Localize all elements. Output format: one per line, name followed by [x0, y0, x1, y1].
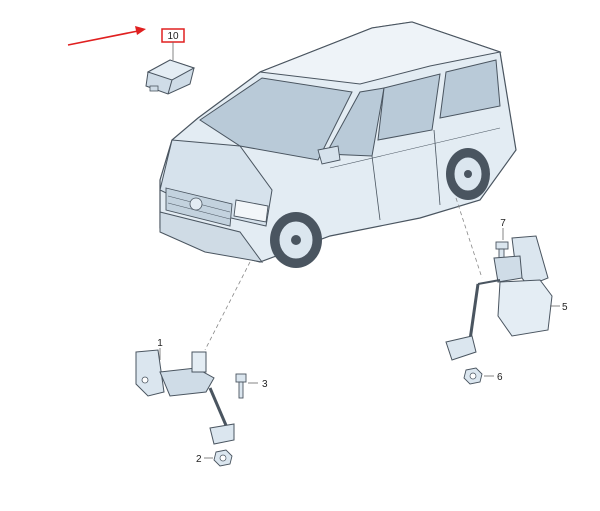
callout-label-2: 2 — [196, 454, 202, 465]
rear-sensor-leader — [455, 197, 483, 279]
callout-label-10: 10 — [167, 31, 179, 42]
van-illustration — [159, 21, 517, 268]
callout-label-1: 1 — [157, 338, 163, 349]
bolt-part-3: 3 — [235, 373, 268, 399]
rear-level-sensor-part-5: 5 — [445, 235, 568, 361]
red-arrow-icon — [67, 26, 146, 46]
bolt-part-7: 7 — [495, 218, 509, 262]
front-sensor-leader — [204, 261, 251, 351]
front-wheel — [270, 212, 322, 268]
callout-label-6: 6 — [497, 372, 503, 383]
callout-label-7: 7 — [500, 218, 506, 229]
callout-label-3: 3 — [262, 379, 268, 390]
control-unit-part-10: 10 — [145, 28, 196, 95]
callout-label-5: 5 — [562, 302, 568, 313]
nut-part-6: 6 — [463, 367, 503, 385]
front-level-sensor-part-1: 1 — [135, 338, 235, 445]
nut-part-2: 2 — [196, 449, 233, 467]
rear-wheel — [446, 148, 490, 200]
